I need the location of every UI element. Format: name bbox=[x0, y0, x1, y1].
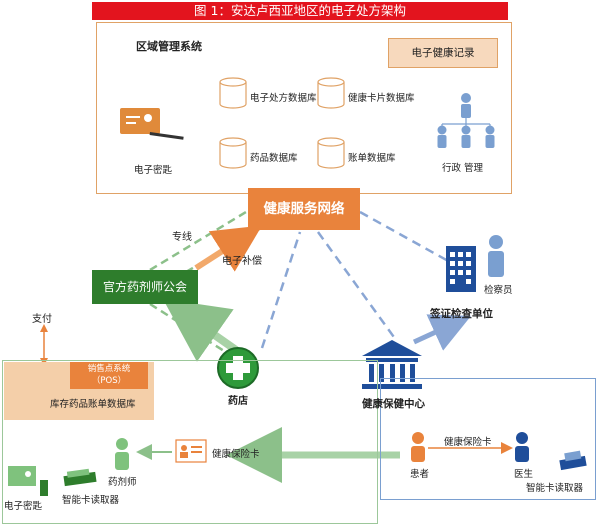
e-compensation-arrow bbox=[194, 225, 263, 272]
doctor-icon bbox=[515, 432, 529, 462]
pharmacist-label: 药剂师 bbox=[108, 477, 137, 488]
pharmacy-label: 药店 bbox=[228, 396, 248, 407]
pharmacy-to-association-arrow bbox=[162, 298, 239, 362]
health-center-card-reader-icon bbox=[559, 450, 587, 471]
pharmacist-icon bbox=[115, 438, 129, 470]
patient-icon bbox=[411, 432, 425, 462]
inspection-building-icon bbox=[446, 246, 476, 292]
ehr-box: 电子健康记录 bbox=[388, 38, 498, 68]
admin-label: 行政 管理 bbox=[442, 163, 484, 174]
pharmacy-card-reader-label: 智能卡读取器 bbox=[62, 495, 120, 506]
health-center-to-inspection-arrow bbox=[412, 314, 472, 351]
health-center-label: 健康保健中心 bbox=[362, 398, 425, 410]
health-card-icon bbox=[175, 439, 207, 463]
inspection-unit-label: 签证检查单位 bbox=[430, 308, 493, 320]
doctor-label: 医生 bbox=[514, 469, 534, 480]
billing-db-label: 账单数据库 bbox=[348, 153, 396, 164]
pharmacy-cross-icon bbox=[217, 347, 259, 389]
eprescription-db-icon bbox=[219, 77, 247, 109]
pharmacy-e-key-icon bbox=[8, 466, 48, 496]
e-key-icon bbox=[120, 108, 184, 140]
billing-db-icon bbox=[317, 137, 345, 169]
health-center-box bbox=[380, 378, 596, 500]
health-card-db-label: 健康卡片数据库 bbox=[348, 93, 415, 104]
eprescription-db-label: 电子处方数据库 bbox=[250, 93, 317, 104]
e-key-label: 电子密匙 bbox=[134, 165, 173, 176]
pos-system-label: 销售点系统 （POS） bbox=[70, 362, 148, 389]
admin-org-icon bbox=[437, 93, 495, 148]
inspector-label: 检察员 bbox=[484, 285, 513, 296]
health-service-network-node: 健康服务网络 bbox=[248, 188, 360, 230]
inventory-db-label: 库存药品账单数据库 bbox=[50, 399, 136, 410]
hc-card-reader-label: 智能卡读取器 bbox=[526, 483, 584, 494]
e-compensation-label: 电子补偿 bbox=[222, 256, 262, 267]
payment-label: 支付 bbox=[32, 314, 52, 325]
hc-card-label: 健康保险卡 bbox=[444, 437, 492, 448]
pharmacists-association-node: 官方药剂师公会 bbox=[92, 270, 198, 304]
patient-label: 患者 bbox=[410, 469, 430, 480]
pharmacy-box bbox=[2, 360, 378, 524]
drug-db-icon bbox=[219, 137, 247, 169]
pharmacy-e-key-label: 电子密匙 bbox=[4, 501, 43, 512]
dedicated-line-label: 专线 bbox=[172, 232, 192, 243]
health-card-db-icon bbox=[317, 77, 345, 109]
regional-system-label: 区域管理系统 bbox=[136, 40, 202, 53]
health-center-building-icon bbox=[362, 340, 422, 389]
drug-db-label: 药品数据库 bbox=[250, 153, 298, 164]
diagram-title: 图 1：安达卢西亚地区的电子处方架构 bbox=[92, 2, 508, 20]
inspector-icon bbox=[488, 235, 504, 277]
health-card-label: 健康保险卡 bbox=[212, 449, 260, 460]
pharmacy-card-reader-icon bbox=[63, 468, 97, 487]
dedicated-line-dashed bbox=[149, 204, 257, 272]
